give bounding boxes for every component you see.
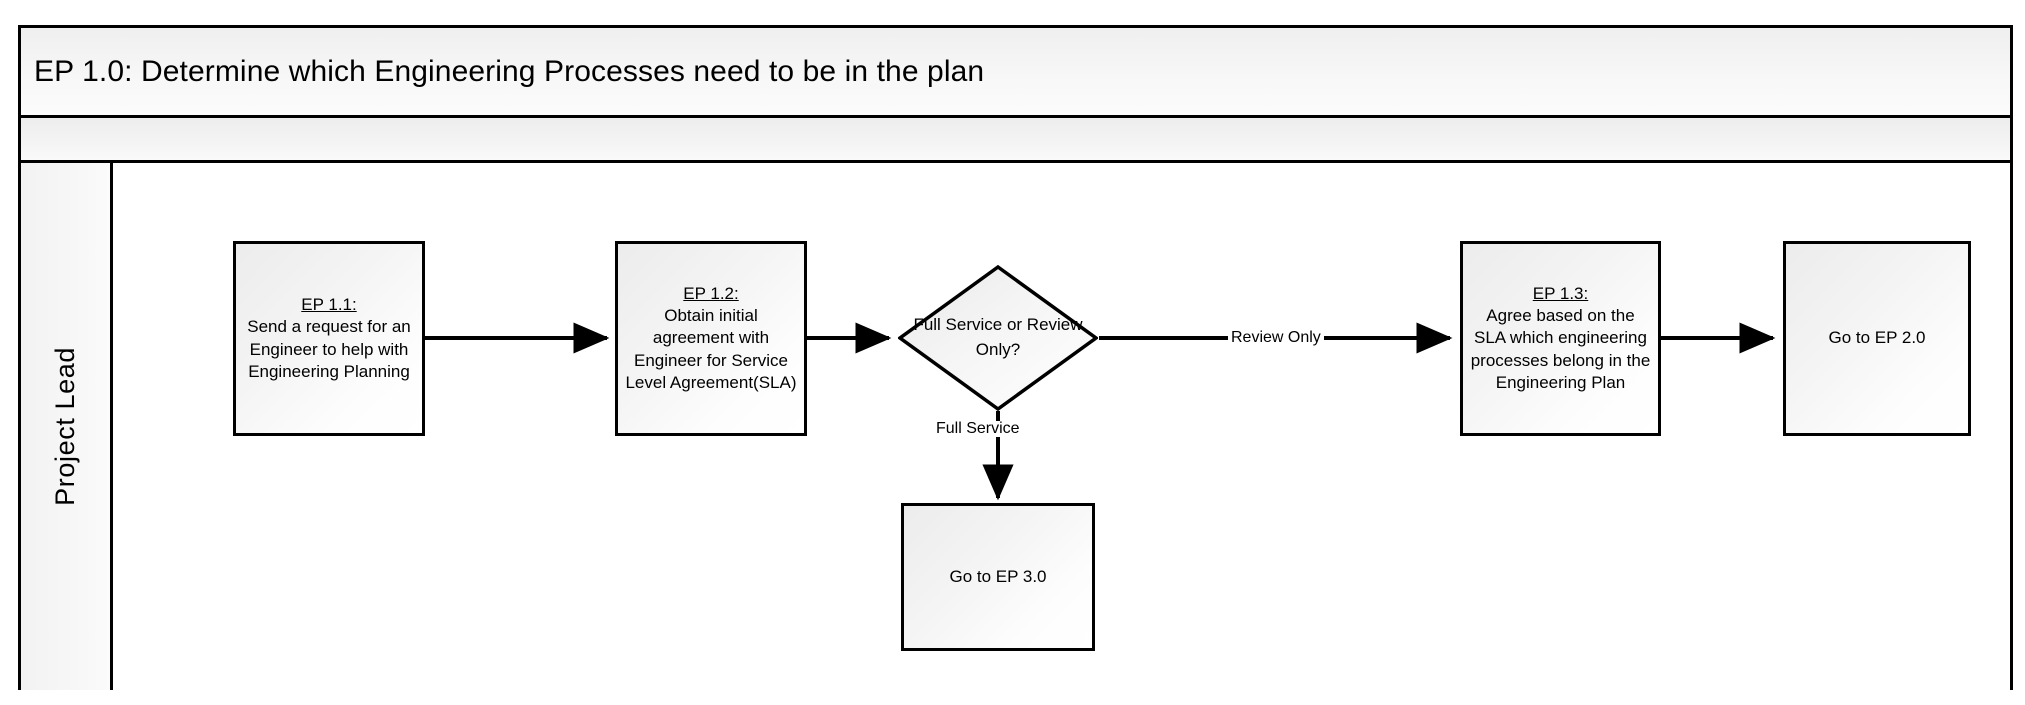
node-ep-1-3[interactable]: EP 1.3: Agree based on the SLA which eng… <box>1460 241 1661 436</box>
node-decision-service-type[interactable]: Full Service or Review Only? <box>898 265 1098 411</box>
node-ep-1-1-body: Send a request for an Engineer to help w… <box>247 317 411 381</box>
node-ep-1-2-header: EP 1.2: <box>683 284 739 304</box>
node-go-to-ep-3-0-label: Go to EP 3.0 <box>949 566 1047 586</box>
lane-label-cell: Project Lead <box>21 163 113 690</box>
node-go-to-ep-3-0[interactable]: Go to EP 3.0 <box>901 503 1095 651</box>
pool-subheader-row <box>21 118 2010 163</box>
lane-project-lead: Project Lead <box>21 163 2010 690</box>
node-go-to-ep-2-0-label: Go to EP 2.0 <box>1828 328 1926 348</box>
node-ep-1-3-body: Agree based on the SLA which engineering… <box>1470 306 1651 392</box>
node-go-to-ep-2-0[interactable]: Go to EP 2.0 <box>1783 241 1971 436</box>
edge-label-review-only: Review Only <box>1228 330 1324 346</box>
lane-body: Review Only Full Service EP 1.1: Send a … <box>113 163 2010 690</box>
swimlane-pool: EP 1.0: Determine which Engineering Proc… <box>18 25 2013 690</box>
node-ep-1-2[interactable]: EP 1.2: Obtain initial agreement with En… <box>615 241 807 436</box>
node-ep-1-1[interactable]: EP 1.1: Send a request for an Engineer t… <box>233 241 425 436</box>
node-ep-1-2-body: Obtain initial agreement with Engineer f… <box>625 306 797 392</box>
pool-title-bar: EP 1.0: Determine which Engineering Proc… <box>21 28 2010 118</box>
node-ep-1-3-header: EP 1.3: <box>1532 284 1589 304</box>
page-title: EP 1.0: Determine which Engineering Proc… <box>34 54 985 88</box>
edge-label-full-service: Full Service <box>933 421 1023 437</box>
node-decision-service-type-label: Full Service or Review Only? <box>913 315 1083 359</box>
lane-label-text: Project Lead <box>50 347 80 506</box>
node-ep-1-1-header: EP 1.1: <box>301 295 357 315</box>
